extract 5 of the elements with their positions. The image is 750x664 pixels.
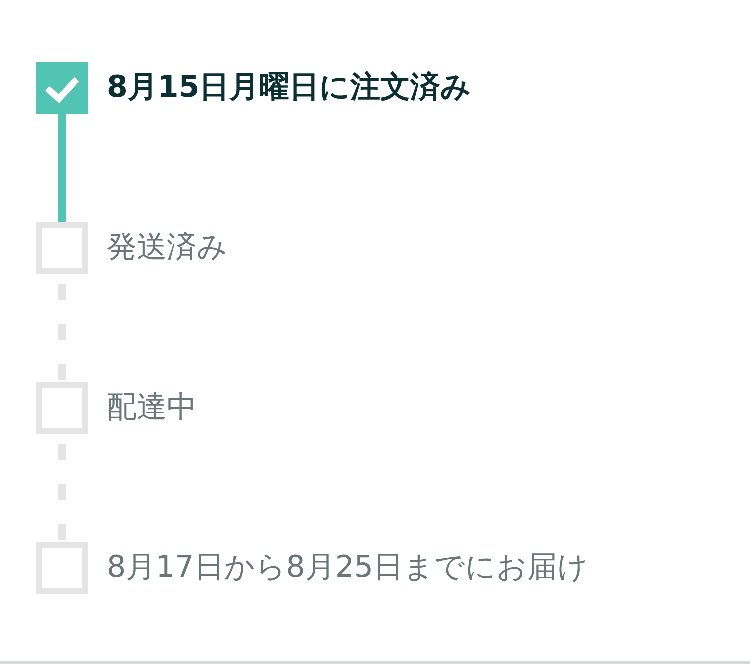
step-label: 8月15日月曜日に注文済み [107, 70, 472, 106]
connector-line [58, 114, 66, 222]
step-label: 8月17日から8月25日までにお届け [107, 550, 589, 586]
step-label: 発送済み [107, 230, 228, 266]
step-label: 配達中 [107, 390, 197, 426]
